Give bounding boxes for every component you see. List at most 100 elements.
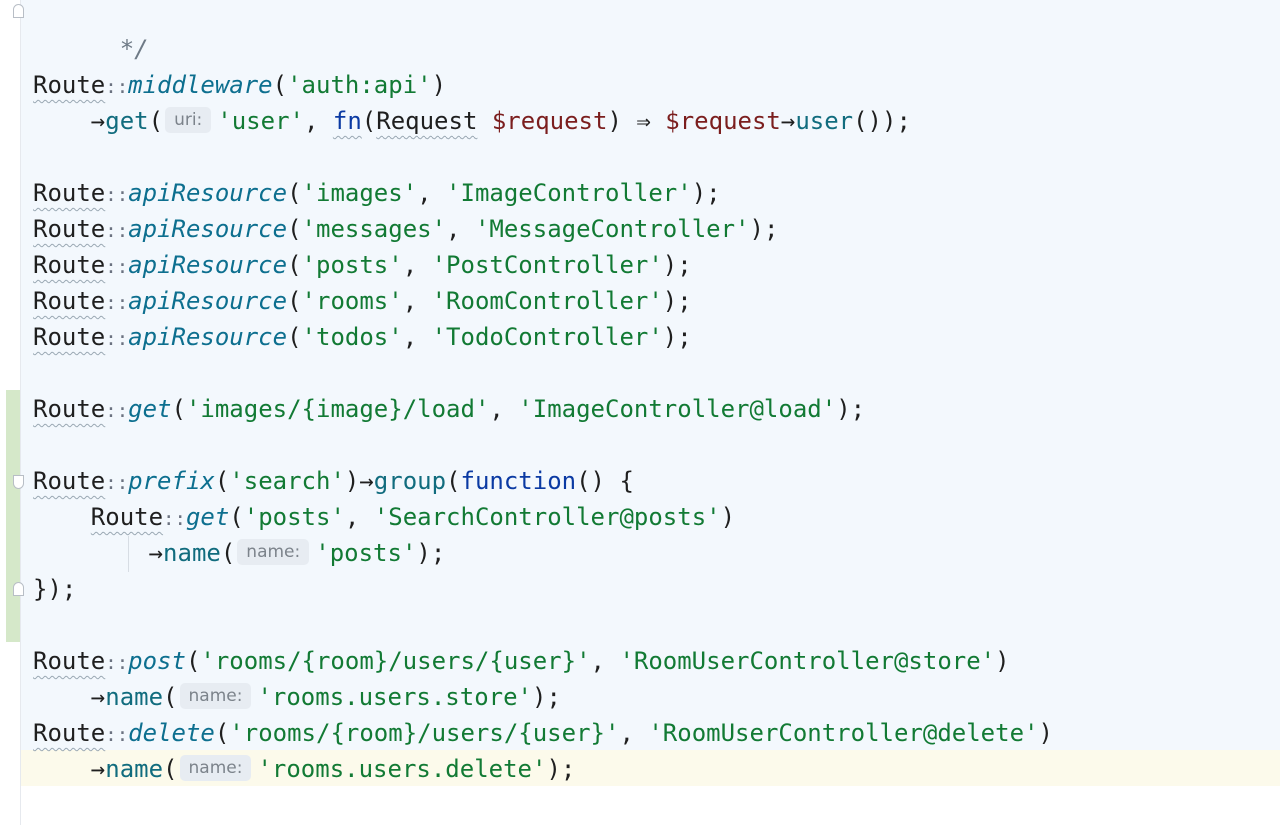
class-request: Request — [376, 107, 478, 135]
static-method: apiResource — [128, 215, 288, 243]
string-literal: 'ImageController@load' — [518, 395, 837, 423]
string-literal: 'todos' — [301, 323, 403, 351]
method-call: get — [105, 107, 149, 135]
code-line-3[interactable]: Route::middleware('auth:api') — [33, 71, 447, 99]
string-literal: 'rooms.users.store' — [257, 683, 532, 711]
string-literal: 'user' — [217, 107, 304, 135]
code-line-17[interactable]: }); — [33, 575, 77, 603]
arrow-operator: → — [90, 683, 106, 711]
method-call: name — [163, 539, 221, 567]
string-literal: 'rooms.users.delete' — [257, 755, 547, 783]
string-literal: 'images' — [301, 179, 418, 207]
code-line-6[interactable]: Route::apiResource('images', 'ImageContr… — [33, 179, 721, 207]
code-line-16[interactable]: →name(name:'posts'); — [148, 539, 446, 567]
class-route: Route — [33, 215, 106, 243]
parameter-hint: name: — [179, 755, 252, 781]
string-literal: 'rooms/{room}/users/{user}' — [200, 647, 591, 675]
code-line-20[interactable]: →name(name:'rooms.users.store'); — [90, 683, 561, 711]
fold-end-icon[interactable] — [13, 4, 24, 18]
variable: $request — [491, 107, 608, 135]
string-literal: 'images/{image}/load' — [185, 395, 490, 423]
class-route: Route — [33, 395, 106, 423]
double-colon: :: — [105, 292, 129, 314]
static-method: middleware — [128, 71, 273, 99]
code-line-12[interactable]: Route::get('images/{image}/load', 'Image… — [33, 395, 866, 423]
fat-arrow-operator: ⇒ — [636, 107, 651, 135]
string-literal: 'auth:api' — [287, 71, 432, 99]
static-method: post — [128, 647, 186, 675]
string-literal: 'TodoController' — [431, 323, 663, 351]
variable: $request — [665, 107, 781, 135]
double-colon: :: — [105, 256, 129, 278]
fold-end-icon[interactable] — [13, 582, 24, 596]
string-literal: 'PostController' — [431, 251, 663, 279]
string-literal: 'rooms' — [301, 287, 403, 315]
class-route: Route — [33, 323, 106, 351]
string-literal: 'posts' — [301, 251, 403, 279]
static-method: prefix — [128, 467, 215, 495]
keyword-function: function — [460, 467, 577, 495]
class-route: Route — [33, 287, 106, 315]
code-line-22[interactable]: →name(name:'rooms.users.delete'); — [90, 755, 576, 783]
method-call: name — [105, 683, 164, 711]
double-colon: :: — [105, 652, 129, 674]
string-literal: 'messages' — [301, 215, 447, 243]
double-colon: :: — [105, 472, 129, 494]
indent-guide — [128, 536, 129, 572]
code-line-1[interactable]: */ — [33, 0, 149, 63]
code-line-9[interactable]: Route::apiResource('rooms', 'RoomControl… — [33, 287, 692, 315]
code-line-19[interactable]: Route::post('rooms/{room}/users/{user}',… — [33, 647, 1010, 675]
static-method: get — [185, 503, 230, 531]
code-line-15[interactable]: Route::get('posts', 'SearchController@po… — [90, 503, 736, 531]
static-method: get — [128, 395, 172, 423]
string-literal: 'posts' — [315, 539, 417, 567]
method-call: group — [373, 467, 447, 495]
vcs-change-marker[interactable] — [6, 390, 20, 642]
class-route: Route — [33, 647, 106, 675]
class-route: Route — [33, 467, 106, 495]
code-line-8[interactable]: Route::apiResource('posts', 'PostControl… — [33, 251, 692, 279]
fold-start-icon[interactable] — [13, 475, 24, 489]
class-route: Route — [33, 251, 106, 279]
string-literal: 'RoomController' — [431, 287, 663, 315]
method-call: name — [105, 755, 164, 783]
double-colon: :: — [105, 400, 129, 422]
arrow-operator: → — [90, 107, 106, 135]
class-route: Route — [90, 503, 164, 531]
double-colon: :: — [163, 508, 186, 530]
arrow-operator: → — [90, 755, 106, 783]
code-line-10[interactable]: Route::apiResource('todos', 'TodoControl… — [33, 323, 692, 351]
arrow-operator: → — [359, 467, 374, 495]
parameter-hint: uri: — [165, 107, 212, 133]
parameter-hint: name: — [179, 683, 252, 709]
code-line-14[interactable]: Route::prefix('search')→group(function()… — [33, 467, 634, 495]
method-call: user — [795, 107, 854, 135]
string-literal: 'RoomUserController@store' — [619, 647, 996, 675]
code-line-4[interactable]: →get(uri:'user', fn(Request $request) ⇒ … — [90, 107, 911, 135]
string-literal: 'SearchController@posts' — [373, 503, 721, 531]
string-literal: 'MessageController' — [474, 215, 750, 243]
string-literal: 'rooms/{room}/users/{user}' — [229, 719, 620, 747]
code-line-7[interactable]: Route::apiResource('messages', 'MessageC… — [33, 215, 779, 243]
string-literal: 'ImageController' — [446, 179, 692, 207]
code-line-21[interactable]: Route::delete('rooms/{room}/users/{user}… — [33, 719, 1053, 747]
string-literal: 'posts' — [243, 503, 345, 531]
double-colon: :: — [105, 724, 129, 746]
class-route: Route — [33, 71, 106, 99]
double-colon: :: — [105, 220, 129, 242]
double-colon: :: — [105, 328, 129, 350]
class-route: Route — [33, 179, 106, 207]
static-method: apiResource — [128, 323, 288, 351]
string-literal: 'search' — [229, 467, 345, 495]
static-method: apiResource — [128, 179, 288, 207]
class-route: Route — [33, 719, 106, 747]
static-method: delete — [128, 719, 215, 747]
editor-empty-area[interactable] — [21, 786, 1280, 825]
keyword-fn: fn — [332, 107, 362, 135]
double-colon: :: — [105, 76, 129, 98]
comment-end: */ — [119, 35, 149, 63]
static-method: apiResource — [128, 251, 288, 279]
double-colon: :: — [105, 184, 129, 206]
arrow-operator: → — [148, 539, 164, 567]
